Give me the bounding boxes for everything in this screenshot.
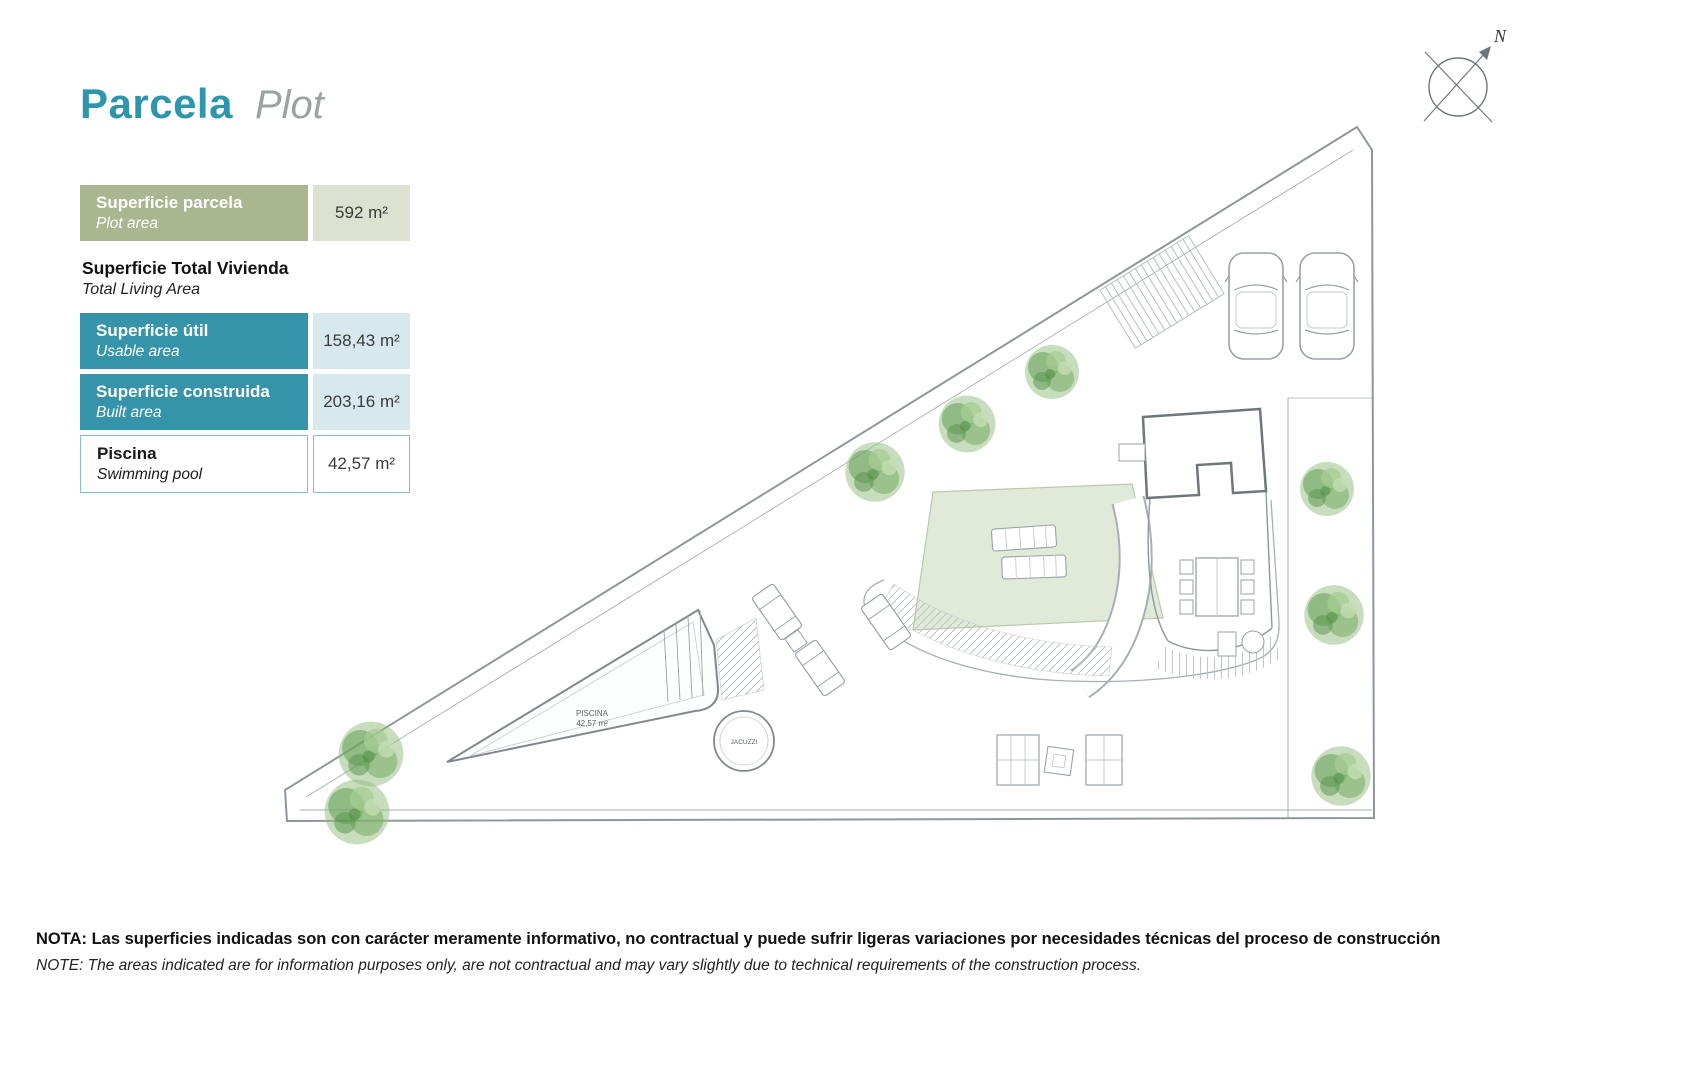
terrace-cabinet	[1217, 631, 1237, 657]
tree	[338, 721, 404, 787]
side-table	[784, 629, 808, 653]
plot-boundary	[283, 125, 1376, 823]
tree	[1025, 345, 1079, 399]
areas-table: Superficie parcela Plot area 592 m² Supe…	[80, 185, 412, 498]
footnote: NOTA: Las superficies indicadas son con …	[36, 930, 1666, 975]
dining-set	[1179, 557, 1255, 617]
built-area-label-es: Superficie construida	[96, 382, 270, 402]
pool-area-label-es: Piscina	[97, 444, 157, 464]
plot-area-value: 592 m²	[313, 185, 410, 242]
usable-area-label-en: Usable area	[96, 342, 180, 360]
pool-label: PISCINA	[576, 709, 609, 718]
house-roof	[1141, 407, 1268, 500]
parking-hatch	[1099, 235, 1225, 349]
plot-area-row: Superficie parcela Plot area 592 m²	[80, 185, 412, 242]
footnote-es: NOTA: Las superficies indicadas son con …	[36, 930, 1441, 948]
usable-area-row: Superficie útil Usable area 158,43 m²	[80, 312, 412, 370]
usable-area-label-es: Superficie útil	[96, 320, 209, 340]
page-title-en: Plot	[254, 83, 324, 127]
pergola-slats	[877, 583, 1113, 677]
tree	[938, 395, 996, 453]
jacuzzi-label: JACUZZI	[731, 739, 758, 746]
plot-area-label-cell: Superficie parcela Plot area	[80, 185, 308, 242]
page-title-es: Parcela	[80, 80, 233, 127]
terrace-steps-hatch	[1156, 634, 1280, 680]
sun-lounger	[793, 638, 847, 698]
usable-area-value: 158,43 m²	[313, 312, 410, 370]
usable-area-label-cell: Superficie útil Usable area	[80, 312, 308, 370]
pool-steps-hatch	[715, 617, 765, 701]
pool-area-row: Piscina Swimming pool 42,57 m²	[80, 435, 412, 494]
plot-area-label-es: Superficie parcela	[96, 193, 243, 212]
tree	[845, 442, 905, 502]
swimming-pool: PISCINA 42,57 m²	[446, 608, 720, 763]
pool-area-label-en: Swimming pool	[97, 466, 203, 484]
built-area-label-en: Built area	[96, 404, 162, 422]
north-arrow-icon	[1479, 46, 1491, 60]
sofa-set	[996, 734, 1123, 786]
sun-lounger	[990, 524, 1058, 552]
car	[1295, 252, 1359, 360]
sun-lounger	[1001, 554, 1067, 580]
tree	[1300, 462, 1354, 516]
jacuzzi: JACUZZI	[713, 710, 775, 772]
living-area-heading: Superficie Total Vivienda Total Living A…	[82, 257, 412, 301]
built-area-label-cell: Superficie construida Built area	[80, 374, 308, 431]
tree	[324, 779, 390, 845]
north-compass: N	[1423, 26, 1507, 123]
pool-area-label: 42,57 m²	[576, 719, 608, 728]
tree	[1311, 746, 1371, 806]
pool-area-value: 42,57 m²	[313, 435, 410, 494]
footnote-en: NOTE: The areas indicated are for inform…	[36, 957, 1142, 974]
pool-area-label-cell: Piscina Swimming pool	[80, 435, 308, 494]
built-area-row: Superficie construida Built area 203,16 …	[80, 374, 412, 431]
living-area-heading-en: Total Living Area	[82, 280, 200, 298]
page-title: Parcela Plot	[80, 80, 324, 128]
built-area-value: 203,16 m²	[313, 374, 410, 431]
roof-chimney	[1118, 443, 1146, 462]
living-area-heading-es: Superficie Total Vivienda	[82, 258, 289, 279]
tree	[1304, 585, 1364, 645]
plot-area-label-en: Plot area	[96, 215, 159, 233]
round-table	[1241, 630, 1265, 654]
car	[1224, 252, 1288, 360]
compass-label: N	[1493, 26, 1507, 46]
